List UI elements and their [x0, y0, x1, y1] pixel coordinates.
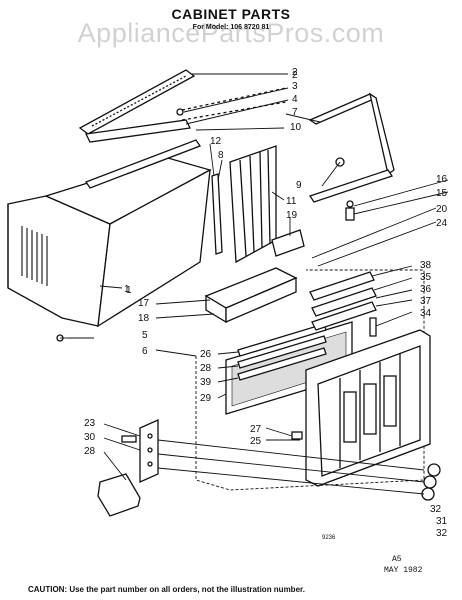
callout-18: 18 [138, 313, 150, 324]
callout-32-label: 32 [436, 528, 448, 539]
knob [291, 431, 303, 440]
callout-19: 19 [286, 210, 298, 221]
cabinet-shell [7, 157, 212, 328]
callout-30: 31 [436, 516, 448, 527]
callout-20: 20 [436, 204, 448, 215]
callout-1: 1 [126, 285, 132, 296]
callouts: 2 1 1 [124, 70, 298, 295]
callout-8: 8 [218, 150, 224, 161]
diagram-title: CABINET PARTS [171, 6, 291, 22]
screw-16 [346, 200, 354, 208]
callout-6: 6 [142, 346, 148, 357]
callout: 1 [124, 284, 130, 295]
side-frame [308, 92, 395, 203]
screw-3 [176, 108, 184, 116]
control-block [204, 267, 298, 324]
revision-code: A5 [392, 555, 402, 564]
mounting-bracket [97, 473, 141, 517]
callout-21: 23 [84, 418, 96, 429]
callout-4: 4 [292, 94, 298, 105]
callout-24: 26 [200, 349, 212, 360]
grille-panel [237, 323, 327, 381]
mounting-plate [121, 418, 159, 484]
caution-note: CAUTION: Use the part number on all orde… [28, 585, 305, 594]
callout-11: 11 [286, 196, 297, 207]
callout-23: 25 [250, 436, 262, 447]
callout-35: 35 [420, 272, 432, 283]
bracket [271, 229, 305, 257]
drawing-code: 9236 [322, 535, 336, 541]
top-rail [78, 69, 196, 135]
callout-38: 38 [420, 260, 432, 271]
front-cover [305, 329, 431, 487]
leader-lines [60, 73, 449, 495]
callout-16: 16 [436, 174, 448, 185]
callout-10: 10 [290, 122, 302, 133]
callout-22: 24 [436, 218, 448, 229]
side-louvers [21, 226, 48, 286]
callout-12-label: 12 [210, 136, 222, 147]
callout-28-label: 28 [84, 446, 96, 457]
callout-25: 27 [250, 424, 262, 435]
callout-2: 2 [292, 67, 298, 78]
callout-7: 7 [292, 107, 298, 118]
callout-26: 28 [200, 363, 212, 374]
callout-36: 36 [420, 284, 432, 295]
revision-date: MAY 1982 [384, 566, 423, 575]
callout-17: 17 [138, 298, 150, 309]
side-rail [85, 139, 201, 189]
callout-39: 39 [200, 377, 212, 388]
callout-9: 9 [296, 180, 302, 191]
assembly-outline [195, 269, 425, 491]
callout-15: 15 [436, 188, 448, 199]
callout-27: 29 [200, 393, 212, 404]
divider-bar [211, 173, 223, 255]
callout-37: 37 [420, 296, 432, 307]
callout-29: 30 [84, 432, 96, 443]
screw-5 [56, 334, 64, 342]
upper-frame-rail [85, 119, 191, 143]
callout-34: 34 [420, 308, 432, 319]
callout: 2 [292, 70, 298, 81]
callout-3: 3 [292, 81, 298, 92]
callout-31: 32 [430, 504, 442, 515]
watermark-text: AppliancePartsPros.com [77, 18, 385, 48]
model-subtitle: For Model: 106 8720 81 [192, 24, 270, 31]
right-hardware [309, 271, 377, 337]
callout-5: 5 [142, 330, 148, 341]
